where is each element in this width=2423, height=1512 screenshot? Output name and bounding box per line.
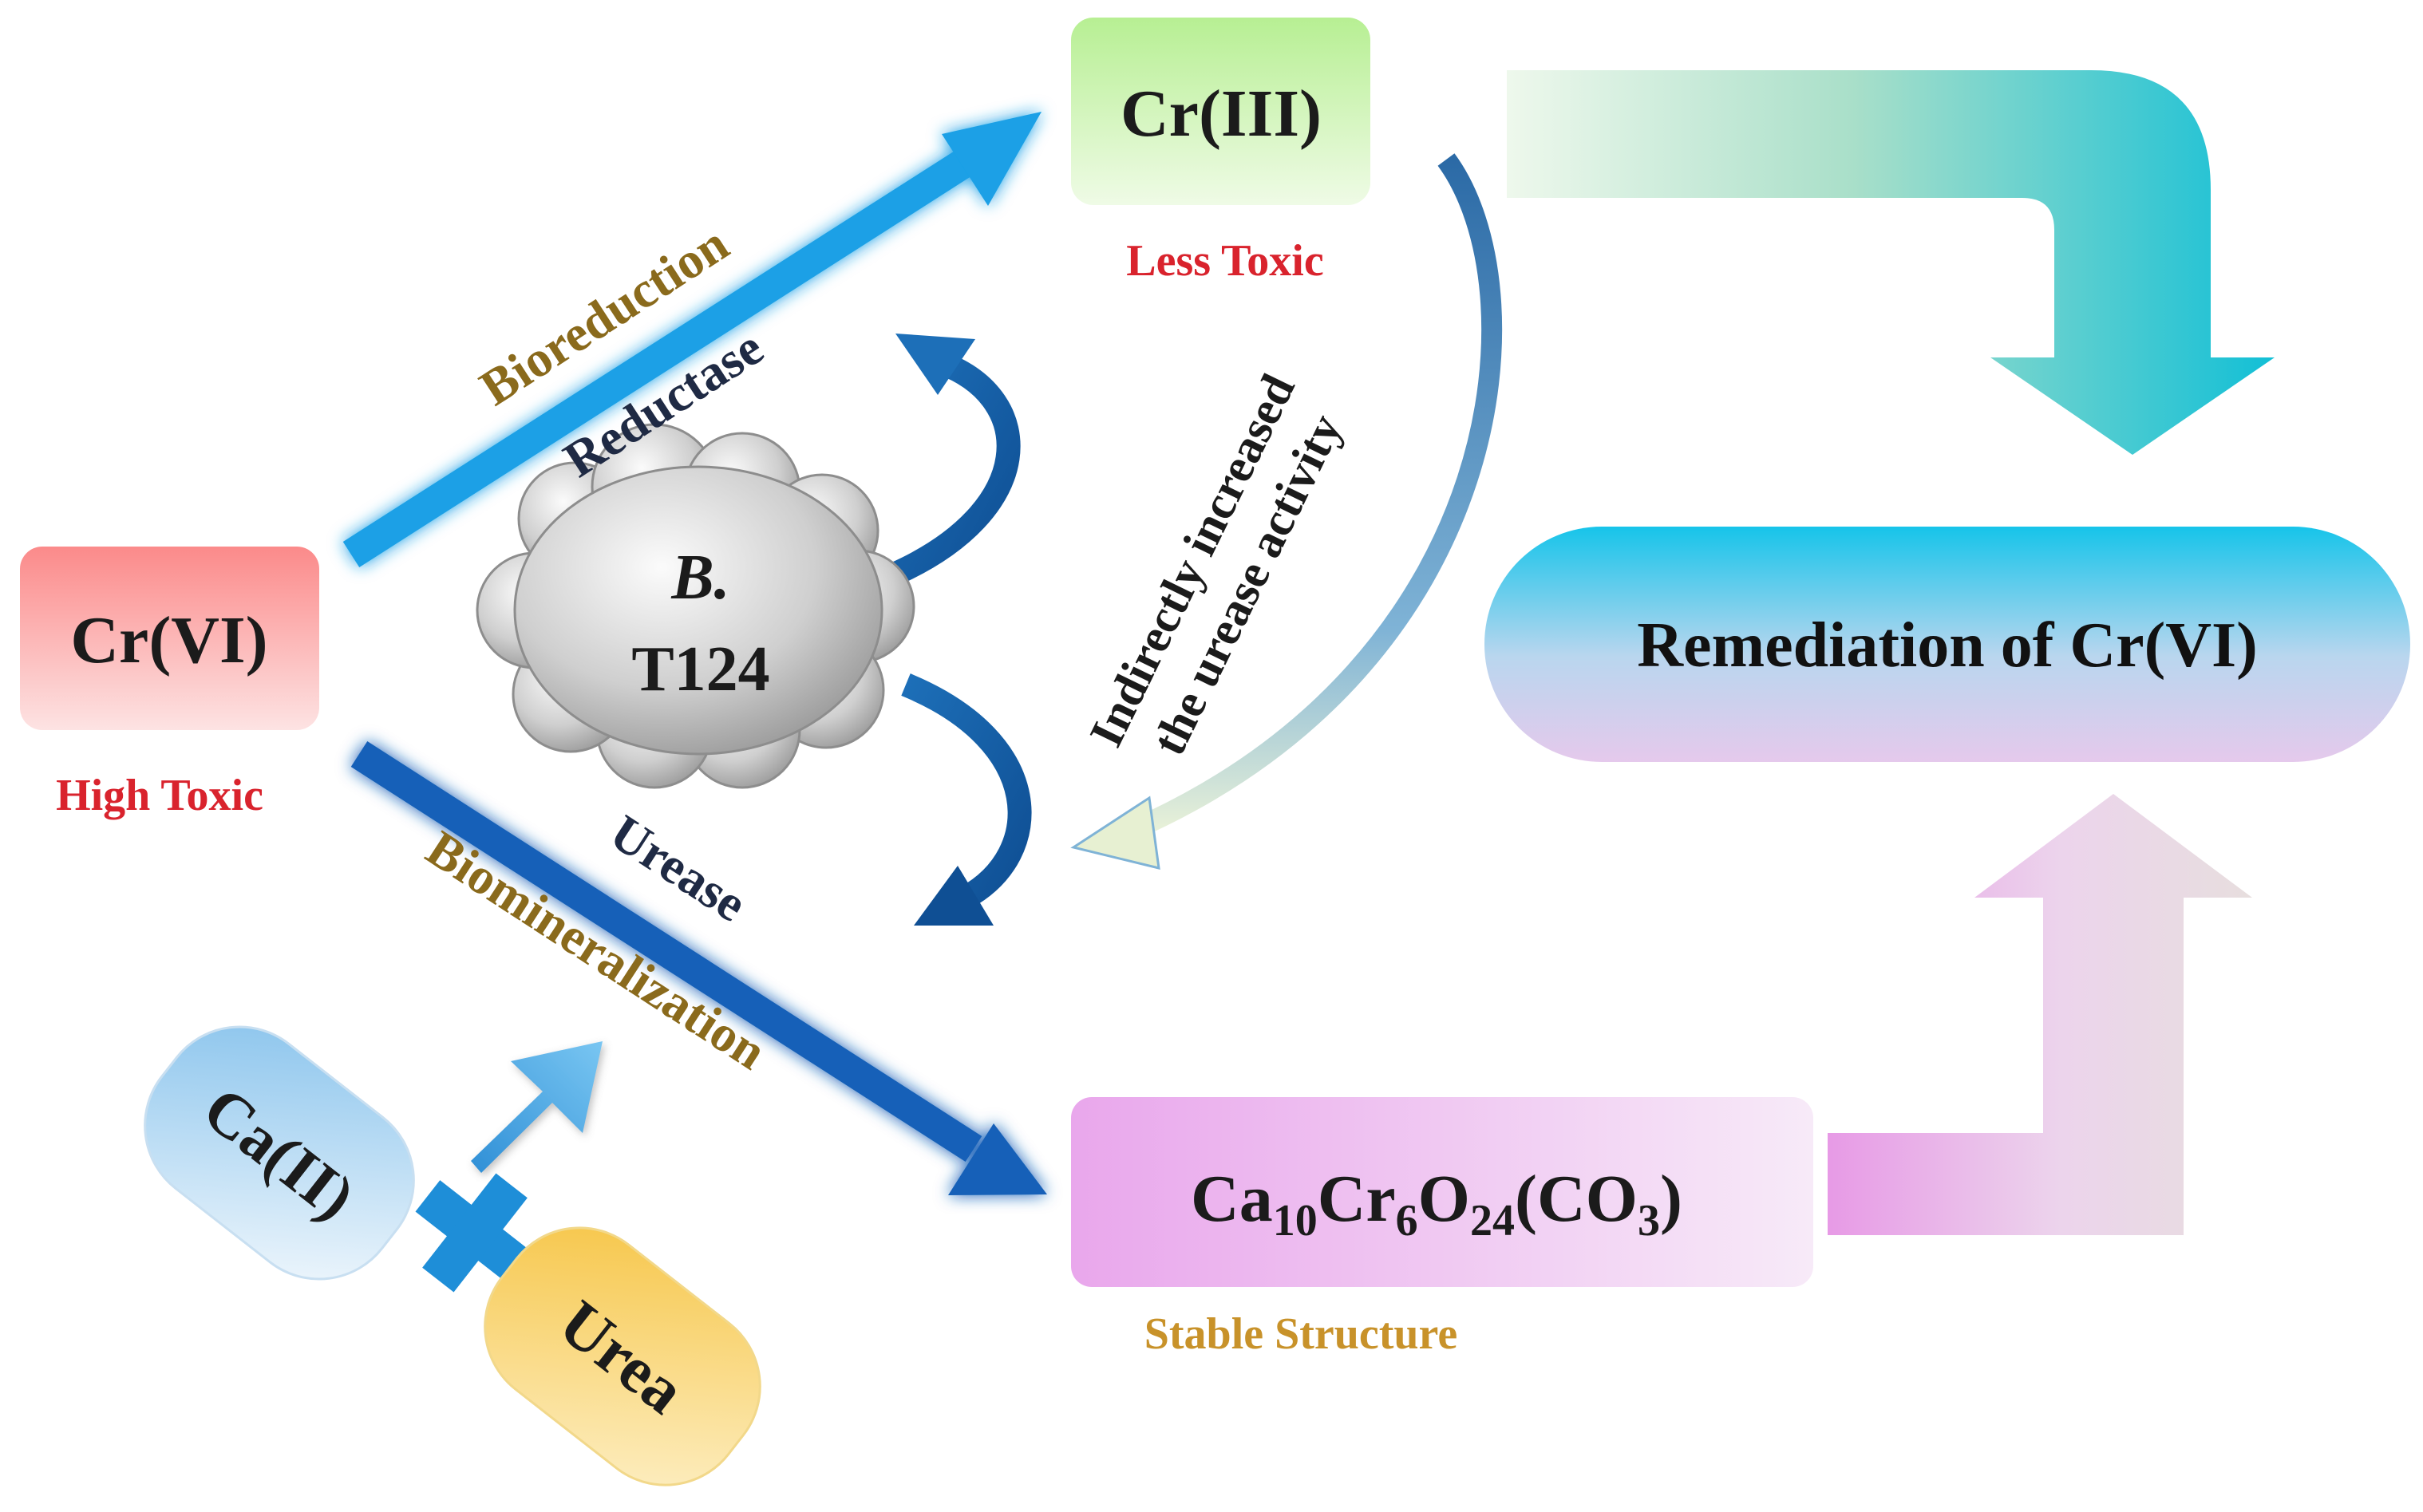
arrow-urease-curve <box>901 673 1032 926</box>
formula-element: (CO <box>1515 1162 1638 1236</box>
node-remediation: Remediation of Cr(VI) <box>1484 527 2410 762</box>
node-calcium: Ca(II) <box>144 1025 415 1281</box>
formula-element: ) <box>1660 1162 1682 1236</box>
arrow-bioreduction <box>342 112 1042 568</box>
arrow-product-to-remediation <box>1828 794 2252 1235</box>
arrow-inputs-to-biomineralization <box>471 1041 603 1173</box>
cr6-label: Cr(VI) <box>70 603 267 677</box>
product-stability-label: Stable Structure <box>1144 1309 1458 1359</box>
node-urea: Urea <box>484 1226 761 1486</box>
bacterium-genus-label: B. <box>670 543 729 613</box>
remediation-label: Remediation of Cr(VI) <box>1637 610 2258 681</box>
arrow-biomineralization <box>350 741 1047 1195</box>
node-cr3: Cr(III) Less Toxic <box>1071 18 1370 286</box>
formula-element: Cr <box>1318 1162 1396 1236</box>
node-product: Ca10Cr6O24(CO3) Stable Structure <box>1071 1097 1813 1359</box>
formula-subscript: 24 <box>1470 1196 1515 1246</box>
formula-element: Ca <box>1191 1162 1273 1236</box>
formula-subscript: 10 <box>1273 1196 1318 1246</box>
formula-subscript: 3 <box>1638 1196 1660 1246</box>
arrow-reductase-curve <box>888 334 1021 586</box>
biomineralization-label: Biomineralization <box>417 819 776 1080</box>
node-cr6: Cr(VI) High Toxic <box>20 547 319 820</box>
cr3-toxicity-label: Less Toxic <box>1126 236 1323 286</box>
formula-subscript: 6 <box>1396 1196 1418 1246</box>
cr3-label: Cr(III) <box>1121 77 1322 151</box>
arrow-feedback <box>1070 153 1503 870</box>
cr6-toxicity-label: High Toxic <box>56 771 263 820</box>
product-formula: Ca10Cr6O24(CO3) <box>1191 1162 1682 1246</box>
node-bacterium-cloud: B. T124 <box>476 423 915 789</box>
arrow-cr3-to-remediation <box>1507 70 2275 455</box>
formula-element: O <box>1418 1162 1470 1236</box>
bacterium-strain-label: T124 <box>631 634 769 705</box>
plus-icon <box>415 1173 535 1293</box>
